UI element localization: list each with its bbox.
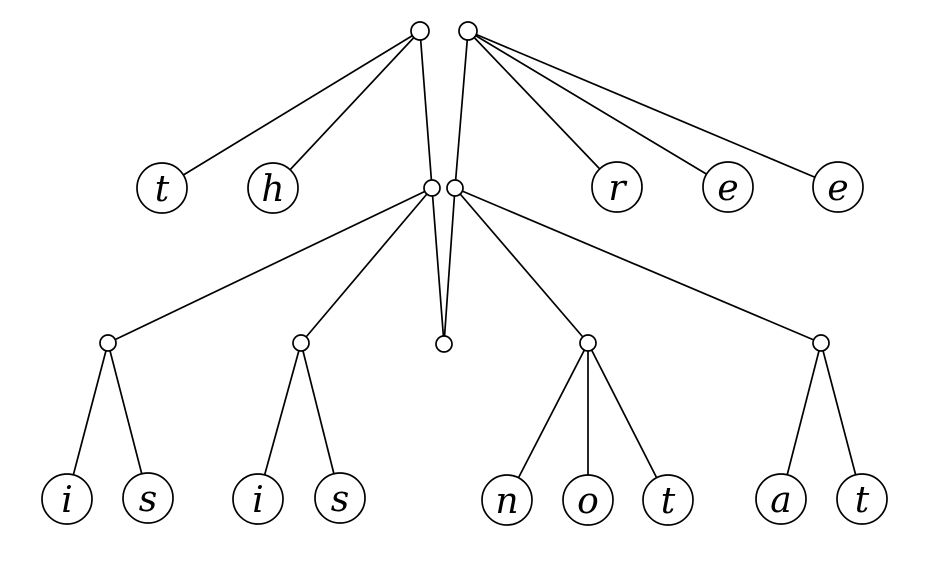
tree-edge-mid_right-int_3 — [454, 187, 589, 344]
leaf-letter-leaf_s1: s — [139, 479, 157, 520]
tree-edge-int_3-leaf_t2 — [587, 342, 669, 501]
leaf-node-leaf_s2 — [314, 472, 366, 524]
leaf-node-leaf_i2 — [232, 473, 284, 525]
leaf-letter-leaf_t_top: t — [155, 169, 170, 210]
leaf-node-leaf_t3 — [836, 473, 888, 525]
tree-edge-root_right-mid_right — [454, 30, 469, 189]
leaf-letter-leaf_e1: e — [717, 168, 738, 209]
internal-node-mid_right — [446, 179, 464, 197]
leaf-node-leaf_n — [481, 474, 533, 526]
tree-edge-mid_left-int_2 — [300, 187, 433, 344]
tree-edge-root_right-leaf_e2 — [467, 30, 839, 188]
tree-edge-int_4-leaf_t3 — [820, 342, 863, 500]
leaf-node-leaf_h — [247, 162, 299, 214]
tree-edge-mid_right-int_shared — [443, 187, 456, 345]
leaf-letter-leaf_a: a — [770, 480, 791, 521]
leaf-node-leaf_e2 — [812, 161, 864, 213]
leaf-letter-leaf_t3: t — [855, 480, 870, 521]
internal-node-int_1 — [99, 334, 117, 352]
tree-edge-int_1-leaf_i1 — [66, 342, 109, 500]
tree-edge-root_left-leaf_t_top — [161, 30, 421, 189]
leaf-node-leaf_s1 — [122, 472, 174, 524]
leaf-node-leaf_i1 — [41, 473, 93, 525]
tree-edge-int_2-leaf_i2 — [257, 342, 302, 500]
tree-edge-int_4-leaf_a — [780, 342, 822, 500]
internal-node-int_shared — [435, 335, 453, 353]
leaf-letter-leaf_s2: s — [331, 479, 349, 520]
leaf-node-leaf_r — [591, 161, 643, 213]
tree-edge-int_2-leaf_s2 — [300, 342, 341, 499]
tree-edge-root_left-leaf_h — [272, 30, 421, 189]
tree-edge-int_1-leaf_s1 — [107, 342, 149, 499]
internal-node-root_left — [410, 21, 430, 41]
leaf-node-leaf_a — [755, 473, 807, 525]
internal-node-mid_left — [423, 179, 441, 197]
leaf-letter-leaf_i2: i — [252, 480, 264, 521]
leaf-letter-leaf_h: h — [261, 169, 284, 210]
tree-edge-mid_left-int_1 — [107, 187, 433, 344]
internal-node-int_2 — [292, 334, 310, 352]
leaf-letter-leaf_e2: e — [827, 168, 848, 209]
leaf-letter-leaf_t2: t — [661, 481, 676, 522]
internal-node-int_3 — [579, 334, 597, 352]
leaf-node-leaf_t2 — [642, 474, 694, 526]
leaf-node-leaf_e1 — [702, 161, 754, 213]
leaf-letter-leaf_n: n — [495, 481, 518, 522]
leaf-node-leaf_t_top — [136, 162, 188, 214]
tree-edge-int_3-leaf_n — [506, 342, 589, 501]
leaf-node-leaf_o — [562, 474, 614, 526]
internal-node-root_right — [458, 21, 478, 41]
tree-edge-mid_left-int_shared — [431, 187, 445, 345]
leaf-letter-leaf_o: o — [577, 481, 599, 522]
internal-node-int_4 — [812, 334, 830, 352]
tree-edge-root_right-leaf_e1 — [467, 30, 729, 188]
leaf-letter-leaf_i1: i — [61, 480, 73, 521]
tree-edge-root_left-mid_left — [419, 30, 433, 189]
tree-edge-root_right-leaf_r — [467, 30, 618, 188]
leaf-letter-leaf_r: r — [608, 168, 627, 209]
tree-edge-mid_right-int_4 — [454, 187, 822, 344]
